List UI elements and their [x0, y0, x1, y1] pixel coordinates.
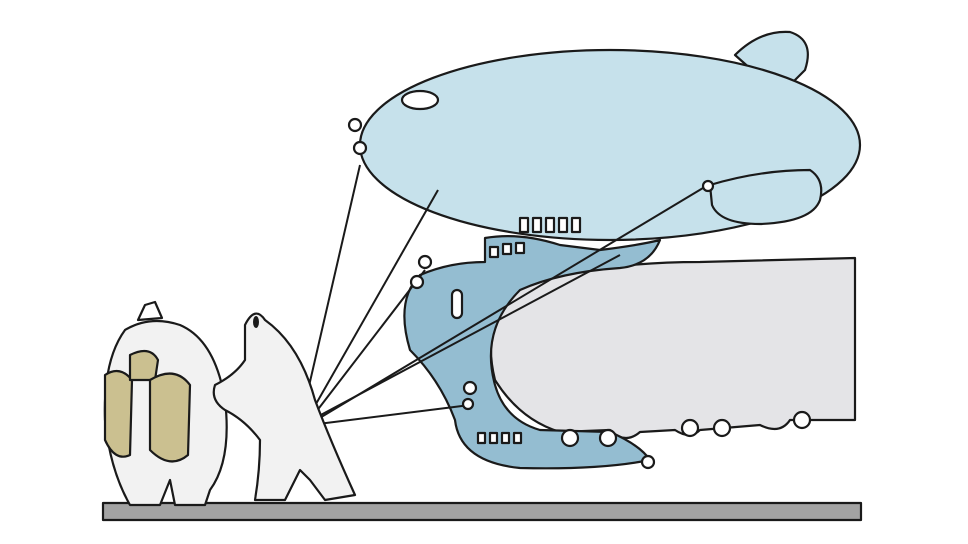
hat	[136, 300, 164, 322]
ropes	[299, 164, 709, 426]
right-figure	[212, 312, 357, 502]
blimp-windows	[400, 89, 582, 234]
right-figure-eye	[253, 316, 259, 328]
blimp-gondola	[708, 168, 823, 226]
grey-hull-panel	[489, 256, 857, 440]
chain-links	[560, 410, 812, 448]
rope-ring	[701, 179, 715, 193]
bags	[103, 349, 192, 463]
rope-bows	[347, 117, 656, 470]
ground-strip	[101, 501, 863, 522]
ship-windows	[450, 241, 526, 445]
